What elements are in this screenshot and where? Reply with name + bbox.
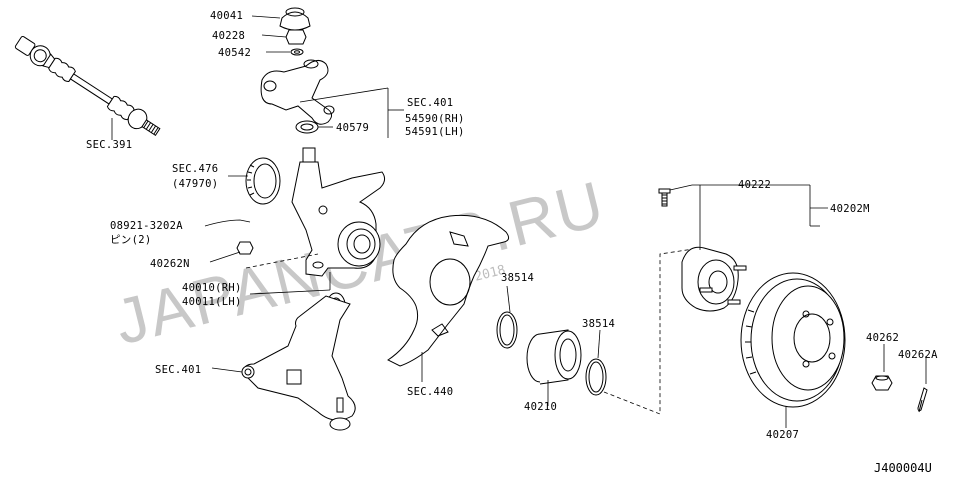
label-08921: 08921-3202A: [110, 220, 183, 232]
drive-shaft-drawing: [14, 35, 161, 140]
label-47970: (47970): [172, 178, 218, 190]
label-40228: 40228: [212, 30, 245, 42]
bearing-drawing: [496, 247, 701, 415]
cap-nut-drawing: [251, 7, 311, 56]
label-54591: 54591(LH): [405, 126, 465, 138]
upper-link-drawing: [260, 59, 404, 138]
label-54590: 54590(RH): [405, 113, 465, 125]
label-sec-440: SEC.440: [407, 386, 453, 398]
label-40011: 40011(LH): [182, 296, 242, 308]
label-pin: ピン(2): [110, 234, 151, 246]
label-40579: 40579: [336, 122, 369, 134]
label-sec-401-bottom: SEC.401: [155, 364, 201, 376]
label-38514-left: 38514: [501, 272, 534, 284]
label-40262n: 40262N: [150, 258, 190, 270]
label-40262: 40262: [866, 332, 899, 344]
nut-pin-drawing: [871, 344, 928, 413]
label-40041: 40041: [210, 10, 243, 22]
sensor-ring-drawing: [204, 157, 281, 263]
label-40010: 40010(RH): [182, 282, 242, 294]
label-40222: 40222: [738, 179, 771, 191]
label-40210: 40210: [524, 401, 557, 413]
label-sec-391: SEC.391: [86, 139, 132, 151]
label-40207: 40207: [766, 429, 799, 441]
label-38514-right: 38514: [582, 318, 615, 330]
label-40202m: 40202M: [830, 203, 870, 215]
label-sec-401-top: SEC.401: [407, 97, 453, 109]
label-40542: 40542: [218, 47, 251, 59]
lower-arm-drawing: [211, 292, 356, 431]
label-sec-476: SEC.476: [172, 163, 218, 175]
label-40262a: 40262A: [898, 349, 938, 361]
hub-drawing: [658, 184, 828, 312]
drawing-code: J400004U: [874, 461, 932, 475]
dust-shield-drawing: [387, 214, 510, 382]
knuckle-drawing: [245, 147, 386, 295]
rotor-drawing: [740, 272, 846, 428]
